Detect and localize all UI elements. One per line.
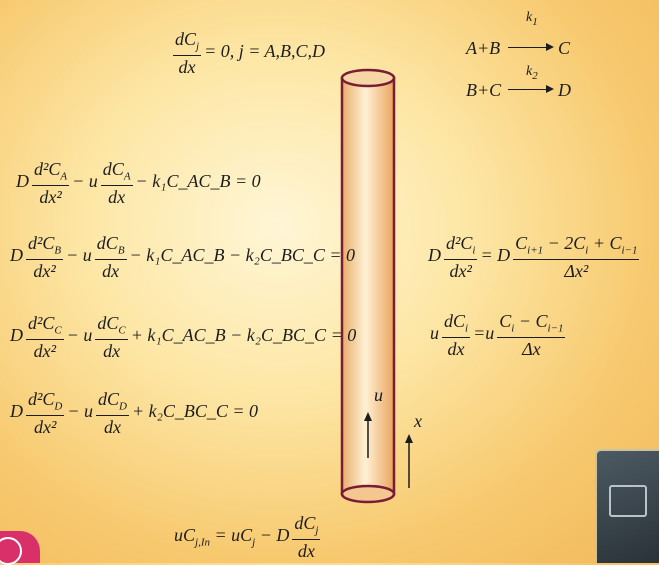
- x-label: x: [414, 411, 422, 431]
- reaction-2: B+C k2 D: [466, 64, 571, 100]
- reaction-1: A+B k1 C: [466, 10, 571, 58]
- u-label: u: [374, 385, 383, 405]
- corner-logo: [0, 531, 40, 565]
- tube-top: [340, 68, 396, 88]
- tube-bottom: [340, 484, 396, 504]
- corner-thumbnail: [595, 449, 659, 563]
